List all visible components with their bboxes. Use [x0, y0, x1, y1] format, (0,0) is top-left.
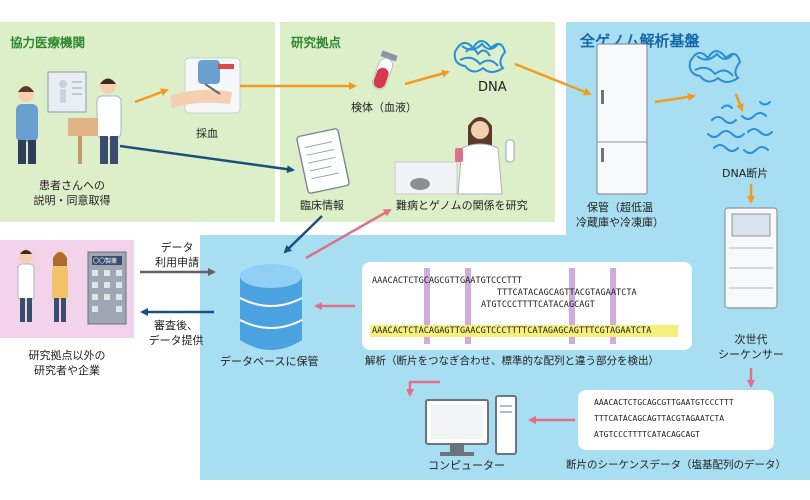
research-title: 研究拠点 — [291, 35, 342, 50]
dna-illustration-2 — [688, 50, 742, 83]
dna-label: DNA — [478, 80, 507, 95]
database-label: データベースに保管 — [220, 355, 319, 368]
external-researchers-illustration — [17, 249, 127, 325]
external-label: 研究拠点以外の 研究者や企業 — [10, 348, 124, 378]
clinical-label: 臨床情報 — [300, 199, 344, 212]
research-topic-label: 難病とゲノムの関係を研究 — [396, 199, 528, 212]
analysis-seq-line-3: ATGTCCCTTTTCATACAGCAGT — [481, 300, 595, 310]
analysis-label: 解析（断片をつなぎ合わせ、標準的な配列と違う部分を検出） — [365, 355, 659, 367]
storage-label-line-2: 冷蔵庫や冷凍庫） — [576, 216, 664, 229]
database-illustration — [239, 264, 303, 350]
fragment-seq-line-3: ATGTCCCTTTTCATACAGCAGT — [594, 430, 700, 439]
sample-label: 検体（血液） — [351, 101, 417, 114]
consent-label: 患者さんへの 説明・同意取得 — [22, 178, 122, 208]
clinical-clipboard-illustration — [296, 128, 350, 194]
mismatch-bar — [569, 268, 575, 344]
flow-arrows — [119, 62, 755, 424]
review-label: 審査後、 データ提供 — [138, 318, 214, 348]
sample-tube-illustration — [372, 50, 398, 90]
sequencer-label: 次世代 シーケンサー — [706, 332, 796, 362]
computer-illustration — [425, 395, 517, 456]
panel-hospital — [0, 22, 275, 222]
storage-label-line-1: 保管（超低温 — [587, 201, 653, 214]
reference-highlight — [370, 325, 678, 337]
reference-seq: AAACACTCTACAGAGTTGAACGTCCCTTTTCATAGAGCAG… — [372, 326, 652, 336]
blood-label: 採血 — [196, 127, 218, 140]
computer-label: コンピューター — [428, 459, 505, 472]
dna-illustration — [453, 40, 507, 73]
building-sign: 〇〇製薬 — [93, 258, 118, 265]
consent-label-line-2: 説明・同意取得 — [33, 194, 111, 207]
sequencer-illustration — [724, 207, 778, 309]
analysis-seq-line-2: TTTCATACAGCAGTTACGTAGAATCTA — [497, 288, 637, 298]
review-label-line-1: 審査後、 — [154, 319, 198, 332]
storage-label: 保管（超低温 冷蔵庫や冷凍庫） — [570, 200, 670, 230]
fragment-seq-line-1: AAACACTCTGCAGCGTTGAATGTCCCTTT — [594, 398, 734, 407]
fragment-sequence-box — [578, 390, 774, 450]
doctor-patient-illustration — [16, 71, 122, 164]
request-label: データ 利用申請 — [140, 240, 214, 270]
fragment-seq-line-2: TTTCATACAGCAGTTACGTAGAATCTA — [594, 414, 725, 423]
seqdata-label: 断片のシーケンスデータ（塩基配列のデータ） — [566, 459, 786, 471]
hospital-title: 協力医療機関 — [10, 35, 86, 50]
sequencer-label-line-2: シーケンサー — [718, 348, 784, 361]
mismatch-bar — [424, 268, 430, 344]
mismatch-bar — [465, 268, 471, 344]
blood-draw-illustration — [170, 57, 241, 114]
dna-fragments-illustration — [707, 101, 773, 154]
researcher-illustration — [394, 117, 515, 195]
sequencer-label-line-1: 次世代 — [734, 333, 768, 346]
dna-fragment-label: DNA断片 — [722, 167, 769, 180]
mismatch-bar — [610, 268, 616, 344]
external-label-line-1: 研究拠点以外の — [28, 349, 106, 362]
external-label-line-2: 研究者や企業 — [34, 364, 100, 377]
analysis-seq-line-1: AAACACTCTGCAGCGTTGAATGTCCCTTT — [372, 276, 523, 286]
consent-label-line-1: 患者さんへの — [39, 179, 105, 192]
request-label-line-2: 利用申請 — [155, 256, 199, 269]
freezer-illustration — [596, 43, 648, 195]
review-label-line-2: データ提供 — [148, 334, 204, 347]
request-label-line-1: データ — [160, 241, 194, 254]
